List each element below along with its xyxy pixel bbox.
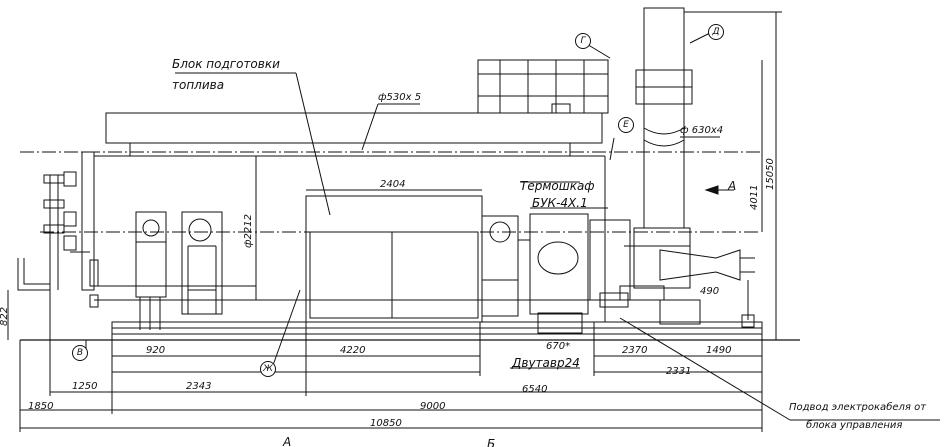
top-railing: [477, 59, 609, 114]
label-pipe-630: ф 630х4: [680, 125, 724, 136]
label-beam: Двутавр24: [512, 356, 580, 370]
label-section-b: Б: [487, 437, 496, 447]
dim-1250: 1250: [72, 381, 98, 392]
dim-670: 670*: [546, 341, 571, 352]
label-pipe-530: ф530х 5: [378, 92, 422, 103]
callout-e: Е: [618, 117, 634, 133]
main-tank: [93, 155, 257, 287]
label-buk: БУК-4Х.1: [532, 196, 588, 210]
dim-822: 822: [0, 306, 10, 326]
dim-2331: 2331: [666, 366, 692, 377]
callout-zh: Ж: [260, 361, 276, 377]
label-view-a-arrow: А: [728, 179, 737, 193]
dim-15050: 15050: [765, 158, 776, 190]
dim-6540: 6540: [522, 384, 548, 395]
dim-1490: 1490: [706, 345, 732, 356]
dim-2370: 2370: [622, 345, 648, 356]
label-fuel-block-2: топлива: [172, 78, 225, 92]
label-fuel-block: Блок подготовки: [172, 57, 280, 71]
fuel-block-cabinet: [305, 195, 483, 323]
label-cable-2: блока управления: [806, 420, 903, 431]
dim-2343: 2343: [186, 381, 212, 392]
label-view-a: А: [283, 435, 292, 447]
chimney: [643, 7, 685, 229]
label-thermocabinet: Термошкаф: [520, 179, 595, 193]
dim-4011: 4011: [749, 184, 760, 210]
dim-1850: 1850: [28, 401, 54, 412]
dim-490: 490: [700, 286, 720, 297]
dim-920: 920: [146, 345, 166, 356]
dim-4220: 4220: [340, 345, 366, 356]
callout-d: Д: [708, 24, 724, 40]
label-dia-2212: ф2212: [243, 214, 254, 248]
dim-9000: 9000: [420, 401, 446, 412]
label-cable-1: Подвод электрокабеля от: [789, 402, 927, 413]
left-flange-plate: [81, 151, 95, 291]
callout-v: В: [72, 345, 88, 361]
dim-10850: 10850: [370, 418, 402, 429]
callout-g: Г: [575, 33, 591, 49]
dim-2404: 2404: [380, 179, 406, 190]
top-pipe: [105, 112, 603, 144]
